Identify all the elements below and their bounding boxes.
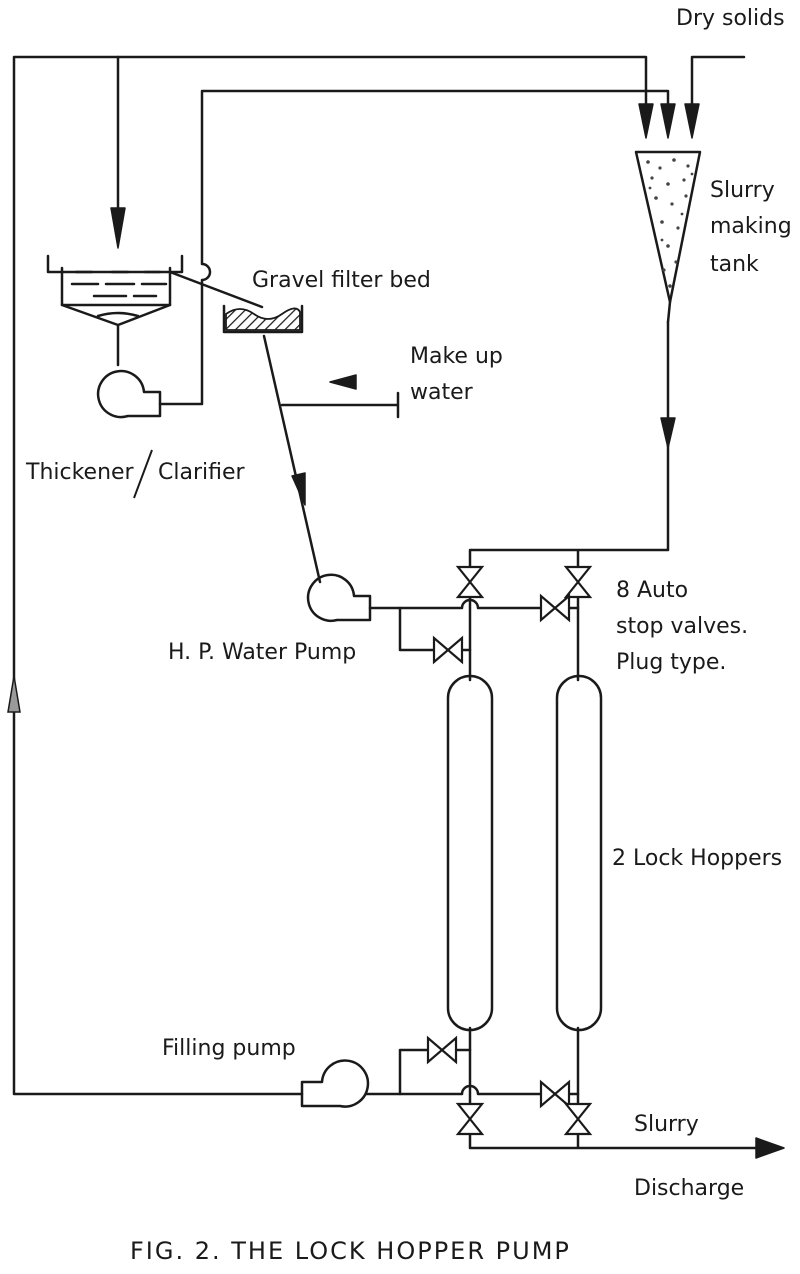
lock-hopper-2 <box>555 674 603 1032</box>
lock-hopper-1 <box>446 674 494 1032</box>
slurry-making-tank <box>634 150 702 324</box>
flow-arrow-icon <box>110 207 126 249</box>
flow-arrow-icon <box>291 472 306 506</box>
discharge-label: Discharge <box>634 1176 745 1201</box>
flow-arrow-icon <box>329 374 357 390</box>
thickener-label: Thickener <box>26 460 134 485</box>
hp-bypass-pipe <box>398 606 472 652</box>
hp-pump-label: H. P. Water Pump <box>168 640 357 665</box>
slurry-tank-label-2: making <box>710 214 792 239</box>
flow-arrow-icon <box>660 103 676 139</box>
valve-icon <box>432 635 464 665</box>
filling-pipe <box>398 1084 580 1096</box>
make-up-water-label-2: water <box>410 380 473 405</box>
valves-label-2: stop valves. <box>616 614 749 639</box>
thickener-clarifier <box>46 254 264 367</box>
slurry-label: Slurry <box>634 1112 699 1137</box>
gravel-filter-bed <box>222 304 304 334</box>
dry-solids-feed-pipe <box>690 55 746 120</box>
hoppers-label: 2 Lock Hoppers <box>612 846 783 871</box>
clarifier-label: Clarifier <box>158 460 245 485</box>
valves-label-3: Plug type. <box>616 650 727 675</box>
valve-icon <box>539 593 571 623</box>
filling-bypass-pipe <box>364 1048 472 1096</box>
slurry-discharge-pipe <box>468 1132 758 1150</box>
flow-arrow-icon <box>7 675 21 713</box>
clarified-water-pipe <box>158 89 670 406</box>
valve-icon <box>539 1079 571 1109</box>
valve-icon <box>455 1102 485 1136</box>
filtrate-pipe <box>262 334 322 584</box>
valve-icon <box>563 565 593 599</box>
flow-arrow-icon <box>684 103 700 139</box>
clarifier-slash <box>133 449 153 499</box>
pump-icon <box>300 1059 370 1108</box>
valves-label-1: 8 Auto <box>616 578 689 603</box>
dry-solids-label: Dry solids <box>676 6 785 31</box>
valve-icon <box>455 565 485 599</box>
figure-caption: FIG. 2. THE LOCK HOPPER PUMP <box>130 1237 571 1265</box>
filling-pump-label: Filling pump <box>162 1036 296 1061</box>
slurry-tank-label-1: Slurry <box>710 178 775 203</box>
pump-icon <box>306 573 372 622</box>
flow-arrow-icon <box>638 103 654 139</box>
flow-arrow-icon <box>660 417 676 449</box>
return-loop-pipe <box>12 55 648 1096</box>
slurry-tank-label-3: tank <box>710 252 759 277</box>
make-up-water-pipe <box>280 391 400 419</box>
make-up-water-label-1: Make up <box>410 344 503 369</box>
gravel-filter-label: Gravel filter bed <box>252 268 431 293</box>
pump-icon <box>96 369 162 419</box>
valve-icon <box>563 1102 593 1136</box>
valve-icon <box>426 1035 458 1065</box>
flow-arrow-icon <box>755 1137 785 1159</box>
